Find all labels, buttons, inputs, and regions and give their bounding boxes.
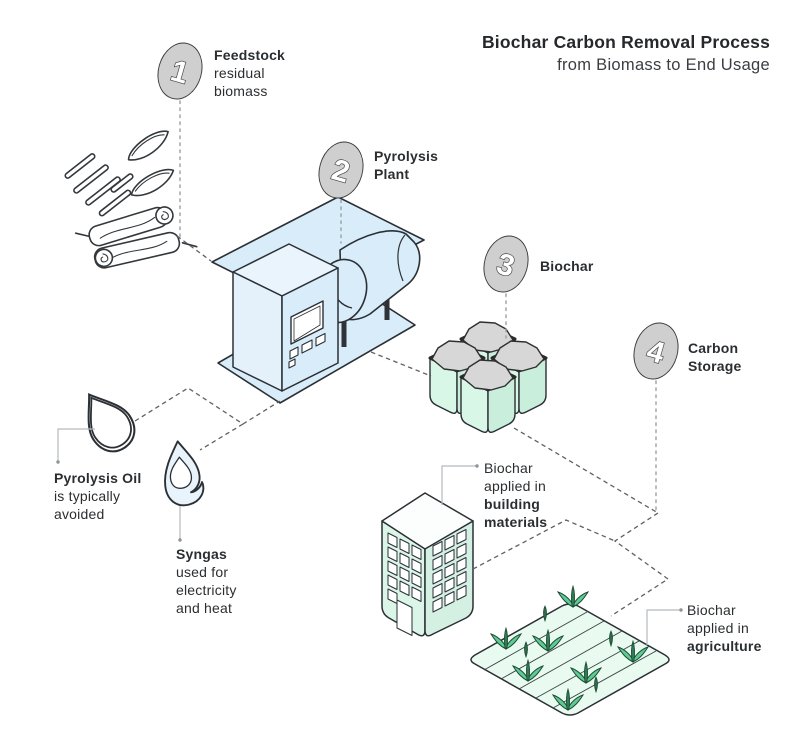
building-label-line2: applied in [484, 478, 546, 494]
step-3-badge: 3 [483, 235, 529, 293]
step-1-desc-line2: biomass [214, 83, 268, 99]
syngas-desc-line2: electricity [176, 582, 237, 598]
pyrolysis-oil-desc-line2: avoided [54, 506, 105, 522]
step-1-label: Feedstock residual biomass [214, 46, 285, 100]
building-label-line4: materials [484, 514, 548, 530]
page-title: Biochar Carbon Removal Process [481, 32, 770, 52]
building-door [396, 599, 413, 636]
step-1-desc-line1: residual [214, 65, 265, 81]
step-4-title-line2: Storage [688, 358, 742, 374]
step-1-badge: 1 [157, 42, 203, 100]
biochar-bags-icon [428, 320, 548, 434]
syngas-desc-line1: used for [176, 564, 229, 580]
flame-icon [164, 440, 205, 507]
agriculture-label-line2: applied in [687, 620, 749, 636]
syngas-title: Syngas [176, 546, 227, 562]
syngas-label: Syngas used for electricity and heat [176, 545, 237, 617]
agriculture-label: Biochar applied in agriculture [687, 601, 762, 655]
agriculture-label-line1: Biochar [687, 602, 736, 618]
step-3-title: Biochar [540, 258, 594, 274]
building-label-line3: building [484, 496, 541, 512]
label-connector-dots [56, 460, 683, 612]
syngas-desc-line3: and heat [176, 600, 233, 616]
diagram-title: Biochar Carbon Removal Process from Biom… [482, 32, 770, 75]
step-1-title: Feedstock [214, 47, 286, 63]
pyrolysis-oil-label: Pyrolysis Oil is typically avoided [54, 469, 141, 523]
agriculture-label-line3: agriculture [687, 638, 762, 654]
step-4-title-line1: Carbon [688, 340, 739, 356]
page-subtitle: from Biomass to End Usage [557, 56, 770, 74]
step-4-badge: 4 [633, 322, 679, 380]
oil-drop-icon [87, 392, 136, 453]
building-isometric-icon [381, 492, 474, 637]
agriculture-field-icon [470, 585, 670, 716]
step-2-label: Pyrolysis Plant [374, 147, 438, 183]
pyrolysis-oil-desc-line1: is typically [54, 488, 121, 504]
step-3-label: Biochar [540, 257, 594, 275]
pyrolysis-oil-title: Pyrolysis Oil [54, 470, 142, 486]
step-2-title-line2: Plant [374, 166, 410, 182]
step-2-badge: 2 [318, 141, 364, 199]
building-label-line1: Biochar [484, 460, 533, 476]
badge-stub-dashed-lines [179, 100, 657, 513]
biomass-straw-leaves-logs-icon [64, 130, 198, 269]
step-2-title-line1: Pyrolysis [374, 148, 439, 164]
pyrolysis-plant-isometric-icon [211, 196, 425, 404]
building-materials-label: Biochar applied in building materials [484, 459, 547, 531]
process-flow-dashed-lines [134, 235, 670, 617]
step-4-label: Carbon Storage [688, 339, 742, 375]
label-connector-lines [57, 428, 680, 645]
